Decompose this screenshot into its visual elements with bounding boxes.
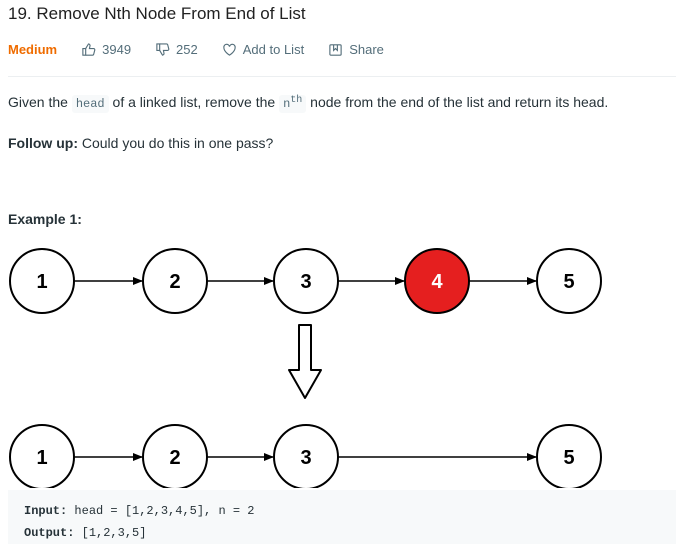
after-node-2 bbox=[142, 424, 208, 488]
linked-list-diagram: 1 2 3 4 5 1 2 3 5 bbox=[9, 248, 602, 488]
description-text-3: node from the end of the list and return… bbox=[306, 94, 609, 110]
heart-icon bbox=[223, 43, 236, 56]
list-before-removal: 1 2 3 4 5 bbox=[9, 248, 602, 314]
difficulty-badge: Medium bbox=[8, 41, 58, 57]
share-icon bbox=[329, 43, 342, 56]
example-input-line: Input: head = [1,2,3,4,5], n = 2 bbox=[24, 504, 254, 518]
description-text-2: of a linked list, remove the bbox=[108, 94, 280, 110]
before-node-5 bbox=[536, 248, 602, 314]
after-node-label-3: 3 bbox=[300, 447, 311, 469]
input-label: Input: bbox=[24, 504, 68, 518]
share-button[interactable]: Share bbox=[328, 42, 384, 57]
problem-meta-bar: Medium 3949 252 Add to List Share bbox=[8, 40, 408, 58]
add-to-list-button[interactable]: Add to List bbox=[222, 42, 304, 57]
before-node-label-2: 2 bbox=[169, 271, 180, 293]
before-node-label-1: 1 bbox=[36, 271, 47, 293]
output-label: Output: bbox=[24, 526, 75, 540]
transform-arrow-icon bbox=[288, 324, 322, 399]
follow-up-text: Could you do this in one pass? bbox=[77, 135, 274, 151]
code-n: nth bbox=[279, 95, 307, 113]
description-text-1: Given the bbox=[8, 94, 72, 110]
like-count: 3949 bbox=[102, 41, 132, 57]
problem-title: 19. Remove Nth Node From End of List bbox=[8, 4, 306, 23]
dislike-button[interactable]: 252 bbox=[155, 42, 198, 57]
follow-up: Follow up: Could you do this in one pass… bbox=[8, 135, 273, 151]
example-title: Example 1: bbox=[8, 211, 82, 227]
before-node-3 bbox=[273, 248, 339, 314]
like-button[interactable]: 3949 bbox=[81, 42, 131, 57]
example-io-box: Input: head = [1,2,3,4,5], n = 2 Output:… bbox=[8, 490, 676, 544]
code-n-superscript: th bbox=[290, 95, 303, 106]
before-node-label-3: 3 bbox=[300, 271, 311, 293]
input-value: head = [1,2,3,4,5], n = 2 bbox=[67, 504, 255, 518]
before-node-4 bbox=[404, 248, 470, 314]
thumbs-down-icon bbox=[156, 42, 170, 56]
after-node-label-4: 5 bbox=[563, 447, 574, 469]
list-after-removal: 1 2 3 5 bbox=[9, 424, 602, 488]
code-head: head bbox=[71, 95, 109, 113]
example-output-line: Output: [1,2,3,5] bbox=[24, 526, 146, 540]
after-node-1 bbox=[9, 424, 75, 488]
add-to-list-label: Add to List bbox=[242, 41, 305, 57]
after-node-3 bbox=[273, 424, 339, 488]
dislike-count: 252 bbox=[176, 41, 198, 57]
header-divider bbox=[8, 76, 676, 77]
before-node-label-4: 4 bbox=[431, 271, 443, 293]
before-node-1 bbox=[9, 248, 75, 314]
after-node-label-1: 1 bbox=[36, 447, 47, 469]
before-node-2 bbox=[142, 248, 208, 314]
before-node-label-5: 5 bbox=[563, 271, 574, 293]
after-node-label-2: 2 bbox=[169, 447, 180, 469]
output-value: [1,2,3,5] bbox=[74, 526, 147, 540]
after-node-4 bbox=[536, 424, 602, 488]
share-label: Share bbox=[349, 41, 384, 57]
follow-up-label: Follow up: bbox=[8, 135, 78, 151]
code-n-letter: n bbox=[283, 97, 291, 111]
problem-description: Given the head of a linked list, remove … bbox=[8, 94, 609, 113]
thumbs-up-icon bbox=[82, 42, 96, 56]
